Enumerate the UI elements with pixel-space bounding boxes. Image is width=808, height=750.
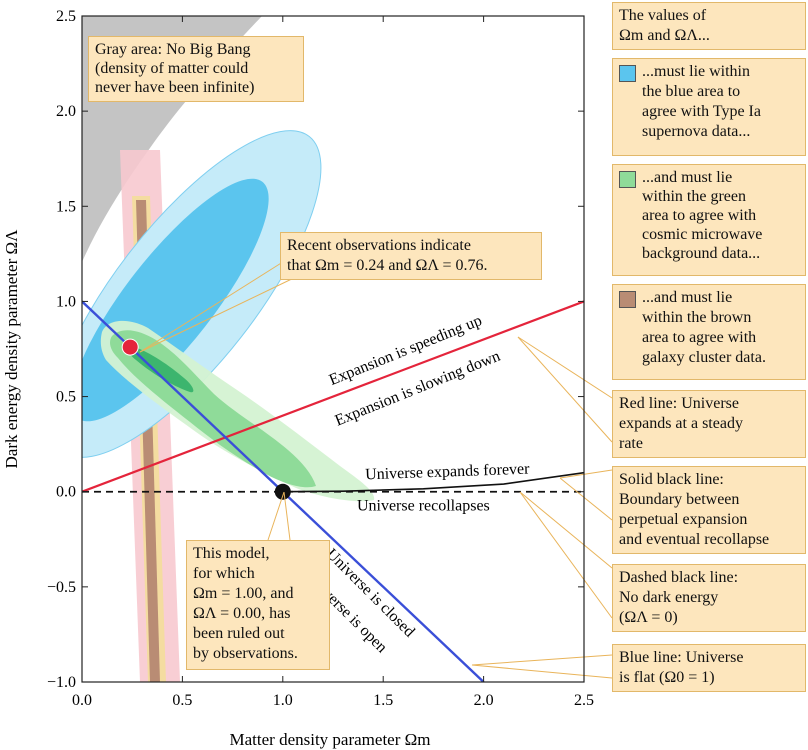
x-tick-label: 0.5	[172, 692, 192, 709]
legend-green-line-4: cosmic microwave	[642, 226, 763, 243]
y-axis-label: Dark energy density parameter ΩΛ	[2, 229, 21, 469]
legend-green-area: ...and must lie within the green area to…	[612, 164, 806, 276]
callout-model-line-5: been ruled out	[193, 625, 285, 642]
point-ruled-out-model	[274, 483, 291, 500]
y-tick-label: −1.0	[47, 674, 76, 691]
legend-blue-line-3: agree with Type Ia	[642, 103, 761, 120]
legend-intro-line-2: Ωm and ΩΛ...	[619, 27, 710, 44]
green-swatch-icon	[619, 171, 636, 188]
legend-red-line-2: expands at a steady	[619, 415, 743, 432]
plot-frame	[81, 15, 585, 683]
callout-recent-line-2: that Ωm = 0.24 and ΩΛ = 0.76.	[287, 257, 488, 274]
callout-gray-line-2: (density of matter could	[95, 60, 249, 77]
legend-red-line-1: Red line: Universe	[619, 395, 739, 412]
legend-solid-line-4: and eventual recollapse	[619, 531, 770, 548]
series-solid-black-line	[282, 471, 584, 493]
callout-model-line-4: ΩΛ = 0.00, has	[193, 605, 291, 622]
y-tick-label: 2.5	[56, 8, 76, 25]
line-label: Universe expands forever	[365, 461, 531, 484]
blue-swatch-icon	[619, 65, 636, 82]
legend-green-line-1: ...and must lie	[642, 169, 733, 186]
callout-ruled-out-model: This model, for which Ωm = 1.00, and ΩΛ …	[186, 540, 330, 670]
y-tick-label: 2.0	[56, 103, 76, 120]
legend-solid-line-3: perpetual expansion	[619, 511, 748, 528]
legend-dashed-line-3: (ΩΛ = 0)	[619, 609, 678, 626]
legend-red-line-3: rate	[619, 435, 643, 452]
legend-brown-line-1: ...and must lie	[642, 289, 733, 306]
y-tick-label: 0.0	[56, 484, 76, 501]
y-tick-label: 1.0	[56, 293, 76, 310]
callout-model-line-1: This model,	[193, 545, 270, 562]
x-tick-label: 1.5	[373, 692, 393, 709]
y-tick-label: 1.5	[56, 198, 76, 215]
callout-recent-observations: Recent observations indicate that Ωm = 0…	[280, 232, 542, 280]
callout-recent-line-1: Recent observations indicate	[287, 237, 471, 254]
legend-brown-line-2: within the brown	[642, 309, 752, 326]
line-label: Universe recollapses	[357, 498, 490, 515]
legend-brown-area: ...and must lie within the brown area to…	[612, 284, 806, 380]
legend-blue-line-4: supernova data...	[642, 123, 751, 140]
legend-blue-area: ...must lie within the blue area to agre…	[612, 58, 806, 156]
legend-blue-line-2: the blue area to	[642, 83, 741, 100]
legend-green-line-2: within the green	[642, 188, 746, 205]
legend-green-line-3: area to agree with	[642, 207, 757, 224]
callout-gray-area: Gray area: No Big Bang (density of matte…	[88, 36, 304, 102]
legend-dashed-line: Dashed black line: No dark energy (ΩΛ = …	[612, 564, 806, 632]
x-tick-label: 1.0	[273, 692, 293, 709]
callout-model-line-3: Ωm = 1.00, and	[193, 585, 294, 602]
point-recent-observation	[121, 338, 139, 356]
legend-blue-line: Blue line: Universe is flat (Ω0 = 1)	[612, 644, 806, 692]
leader-lines	[139, 259, 613, 679]
legend-dashed-line-1: Dashed black line:	[619, 569, 739, 586]
x-tick-label: 2.5	[574, 692, 594, 709]
legend-intro: The values of Ωm and ΩΛ...	[612, 2, 806, 50]
callout-gray-line-1: Gray area: No Big Bang	[95, 41, 251, 58]
callout-gray-line-3: never have been infinite)	[95, 79, 255, 96]
legend-brown-line-4: galaxy cluster data.	[642, 349, 766, 366]
callout-model-line-6: by observations.	[193, 645, 298, 662]
series-red-line	[82, 300, 584, 493]
y-tick-label: 0.5	[56, 389, 76, 406]
legend-blue-line-1: ...must lie within	[642, 63, 750, 80]
legend-brown-line-3: area to agree with	[642, 329, 757, 346]
legend-solid-line-1: Solid black line:	[619, 471, 724, 488]
legend-red-line: Red line: Universe expands at a steady r…	[612, 390, 806, 458]
x-tick-label: 2.0	[474, 692, 494, 709]
legend-dashed-line-2: No dark energy	[619, 589, 719, 606]
x-axis-label: Matter density parameter Ωm	[230, 730, 431, 749]
legend-solid-line-2: Boundary between	[619, 491, 740, 508]
legend-blue-line-text-2: is flat (Ω0 = 1)	[619, 669, 715, 686]
axis-ticks: 0.0 0.5 1.0 1.5 2.0 2.5 −1.0 −0.5 0.0 0.5 1.0 1.5 2.…	[47, 8, 594, 709]
callout-model-line-2: for which	[193, 565, 255, 582]
legend-intro-line-1: The values of	[619, 7, 707, 24]
legend-blue-line-text-1: Blue line: Universe	[619, 649, 744, 666]
x-tick-label: 0.0	[72, 692, 92, 709]
y-tick-label: −0.5	[47, 579, 76, 596]
legend-green-line-5: background data...	[642, 245, 761, 262]
green-core-region	[128, 346, 194, 393]
legend-solid-black-line: Solid black line: Boundary between perpe…	[612, 466, 806, 554]
brown-swatch-icon	[619, 291, 636, 308]
